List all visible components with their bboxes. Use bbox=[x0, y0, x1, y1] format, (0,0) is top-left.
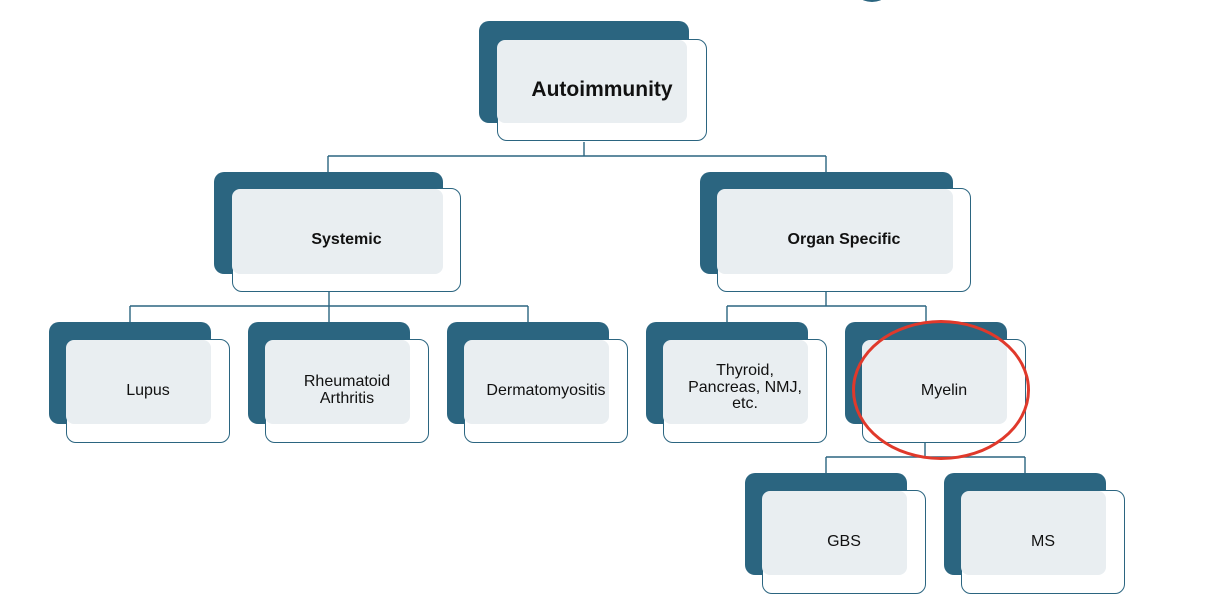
node-label: Dermatomyositis bbox=[486, 381, 606, 399]
node-label: Thyroid, Pancreas, NMJ, etc. bbox=[688, 361, 802, 413]
highlight-circle-myelin bbox=[852, 320, 1030, 460]
node-label: Organ Specific bbox=[787, 230, 901, 248]
node-label: MS bbox=[1031, 532, 1055, 550]
connector-root bbox=[327, 142, 827, 172]
node-label: Lupus bbox=[126, 381, 170, 399]
node-label: Rheumatoid Arthritis bbox=[303, 373, 391, 407]
node-label: Autoimmunity bbox=[531, 77, 673, 101]
connector-systemic bbox=[129, 292, 529, 322]
connector-organ-specific bbox=[726, 292, 927, 322]
node-label: GBS bbox=[827, 532, 861, 550]
node-label: Systemic bbox=[311, 230, 382, 248]
